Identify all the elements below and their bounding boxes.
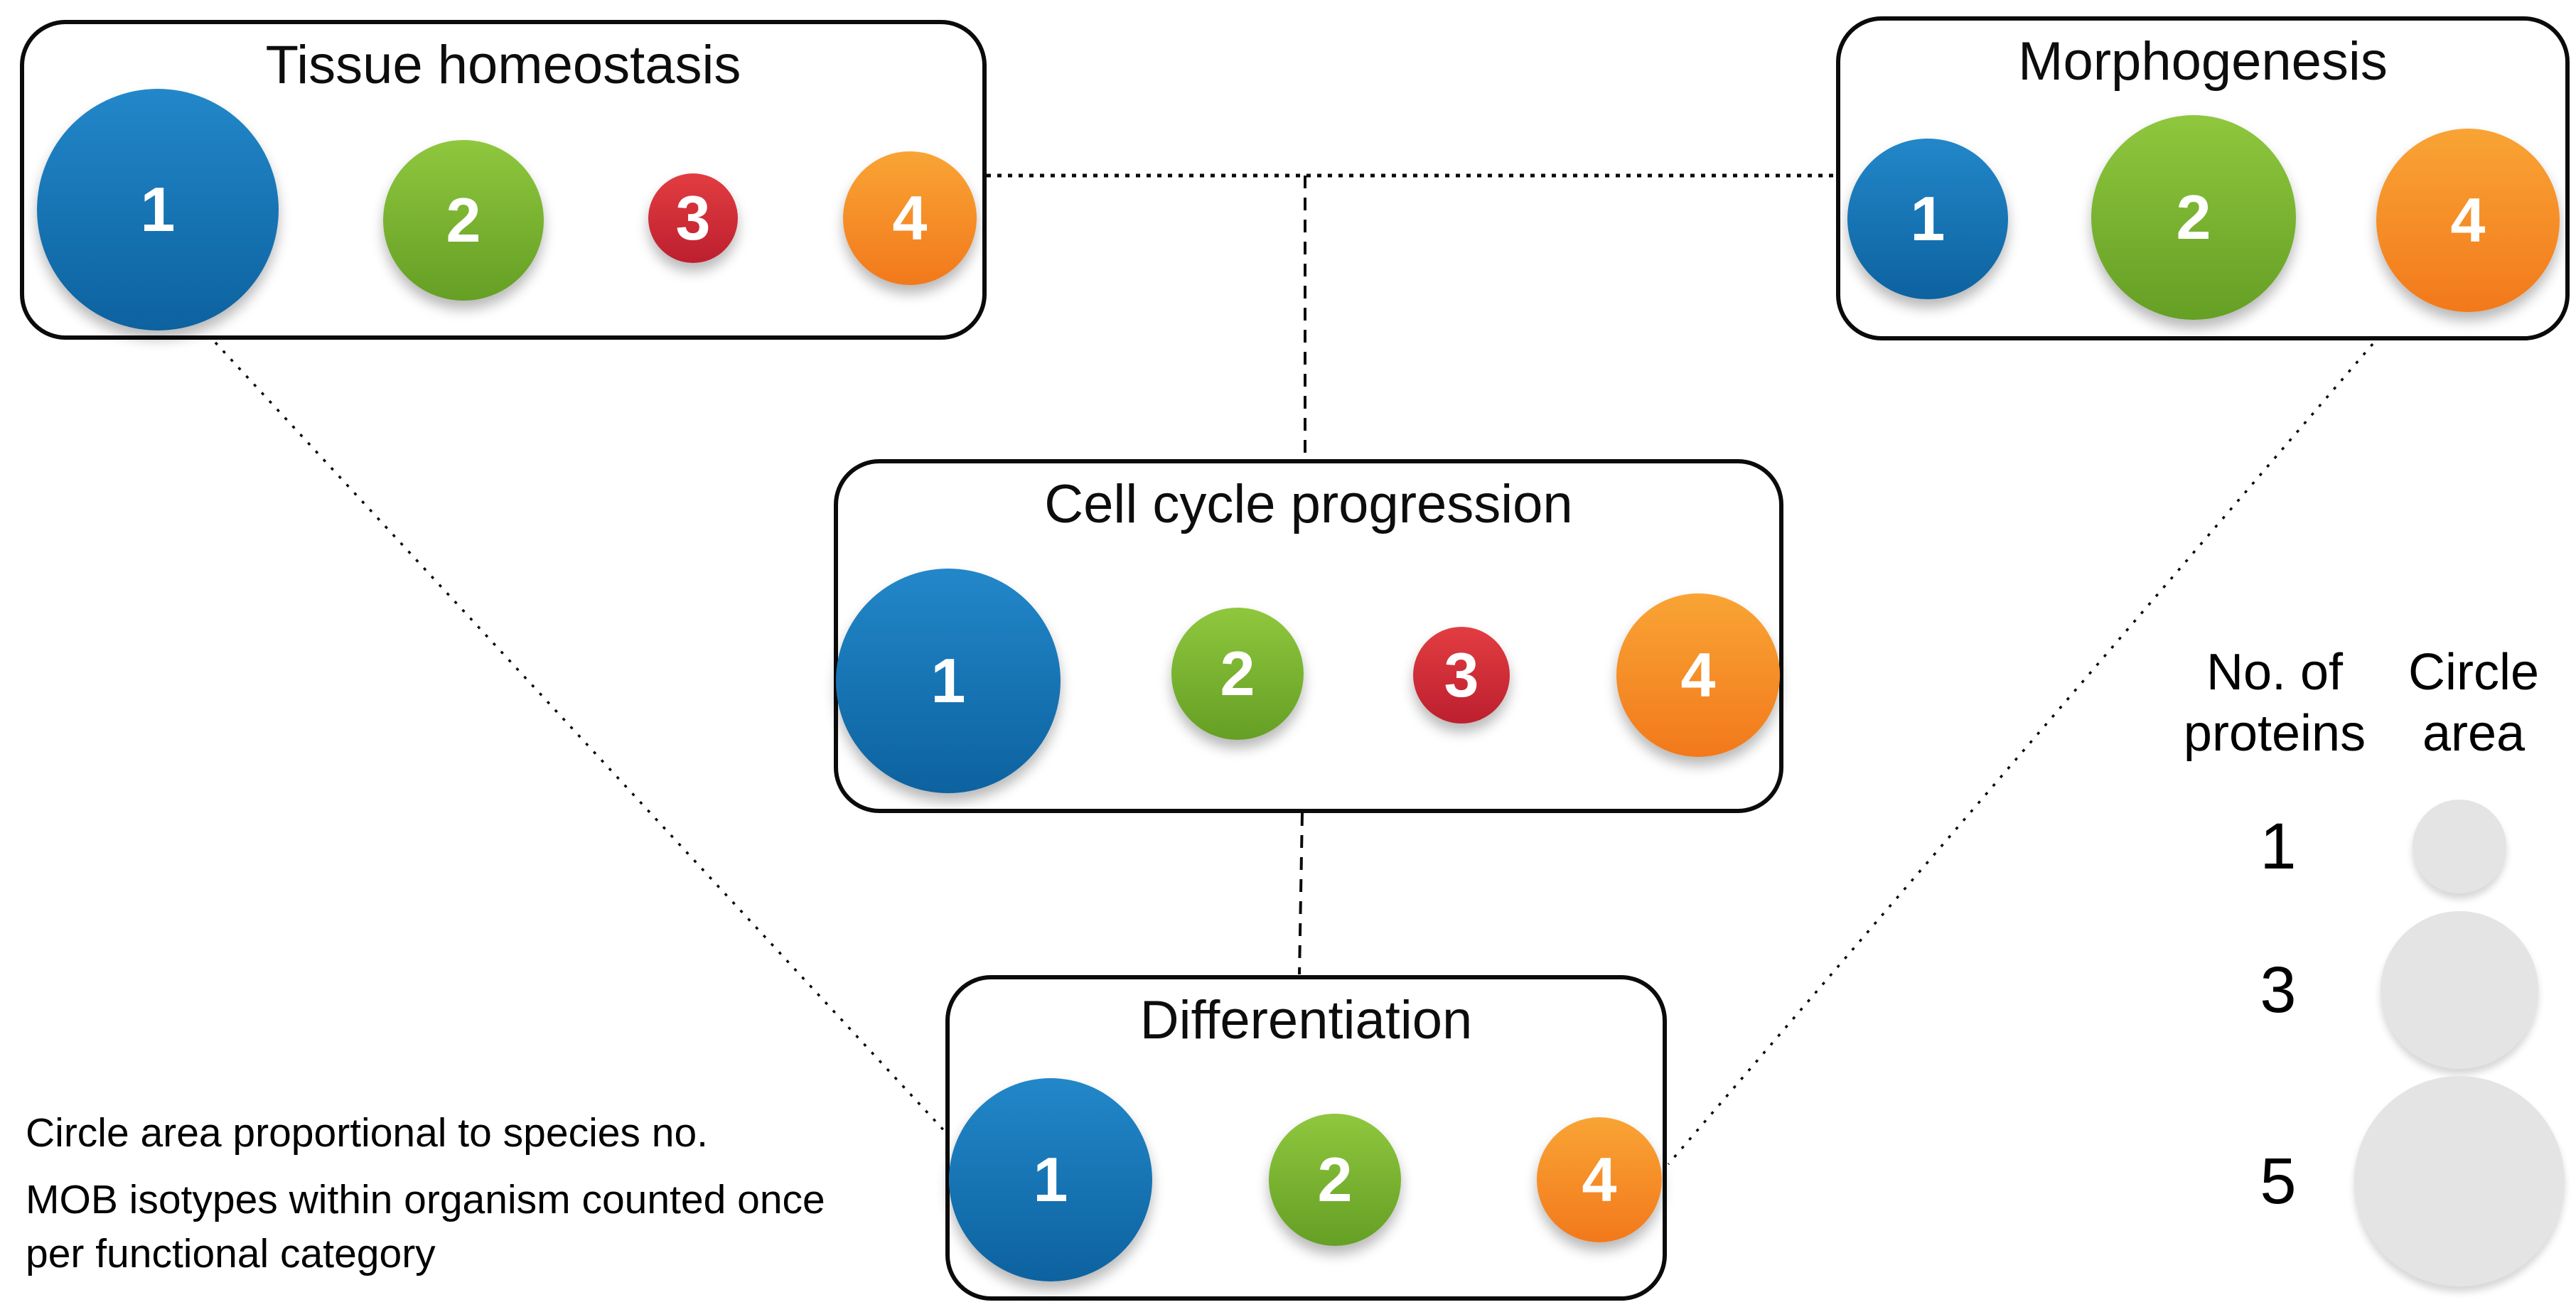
mob4-bubble-cell-cycle-progression: 4 <box>1616 593 1780 757</box>
category-title-differentiation: Differentiation <box>1139 990 1473 1050</box>
footnote-mob-isotypes: MOB isotypes within organism counted onc… <box>26 1177 825 1276</box>
mob2-bubble-morphogenesis: 2 <box>2091 115 2296 320</box>
legend-count-5: 5 <box>2260 1145 2297 1217</box>
legend-count-3: 3 <box>2260 954 2297 1026</box>
legend-header-line: area <box>2422 705 2526 762</box>
mob-number-label: 2 <box>446 185 481 255</box>
mob1-bubble-cell-cycle-progression: 1 <box>836 569 1061 793</box>
mob-number-label: 2 <box>1317 1144 1353 1215</box>
mob2-bubble-differentiation: 2 <box>1269 1114 1401 1246</box>
legend-header-line: proteins <box>2183 705 2366 762</box>
mob3-bubble-cell-cycle-progression: 3 <box>1413 627 1510 724</box>
mob-number-label: 4 <box>892 183 928 253</box>
mob-number-label: 4 <box>1680 640 1716 710</box>
mob-number-label: 1 <box>1033 1144 1068 1215</box>
mob1-bubble-differentiation: 1 <box>949 1078 1152 1281</box>
mob-number-label: 1 <box>1910 183 1946 254</box>
connector-morphogenesis-to-differentiation <box>1667 343 2374 1166</box>
mob3-bubble-tissue-homeostasis: 3 <box>648 173 738 263</box>
mob4-bubble-differentiation: 4 <box>1537 1117 1662 1242</box>
mob1-bubble-tissue-homeostasis: 1 <box>37 89 279 330</box>
mob-number-label: 1 <box>140 174 176 244</box>
mob2-bubble-cell-cycle-progression: 2 <box>1171 608 1304 740</box>
connector-tissue-to-differentiation <box>214 341 949 1136</box>
legend-header-line: Circle <box>2408 644 2539 701</box>
legend-header-line: No. of <box>2206 644 2344 701</box>
mob1-bubble-morphogenesis: 1 <box>1847 139 2008 299</box>
mob-number-label: 3 <box>1444 640 1479 710</box>
legend-area-circle-5 <box>2354 1076 2565 1286</box>
legend-area-circle-3 <box>2381 911 2538 1069</box>
mob2-bubble-tissue-homeostasis: 2 <box>383 140 544 301</box>
category-title-morphogenesis: Morphogenesis <box>2018 31 2388 92</box>
category-title-cell-cycle-progression: Cell cycle progression <box>1044 474 1573 534</box>
mob-number-label: 2 <box>2176 182 2211 252</box>
legend-count-1: 1 <box>2260 810 2297 883</box>
mob-number-label: 2 <box>1220 638 1255 709</box>
connector-cellcycle-to-differentiation <box>1298 812 1304 975</box>
mob-number-label: 3 <box>675 183 711 253</box>
mob-number-label: 1 <box>930 645 966 716</box>
category-title-tissue-homeostasis: Tissue homeostasis <box>265 35 741 95</box>
mob-number-label: 4 <box>2450 185 2486 255</box>
mob4-bubble-tissue-homeostasis: 4 <box>843 151 977 285</box>
mob-number-label: 4 <box>1582 1144 1617 1215</box>
legend-header-no-of-proteins: No. of proteins <box>2104 642 2445 764</box>
legend-area-circle-1 <box>2413 800 2506 893</box>
mob4-bubble-morphogenesis: 4 <box>2376 129 2560 312</box>
footnote-circle-area: Circle area proportional to species no. <box>26 1110 709 1156</box>
legend-header-circle-area: Circle area <box>2367 642 2576 764</box>
